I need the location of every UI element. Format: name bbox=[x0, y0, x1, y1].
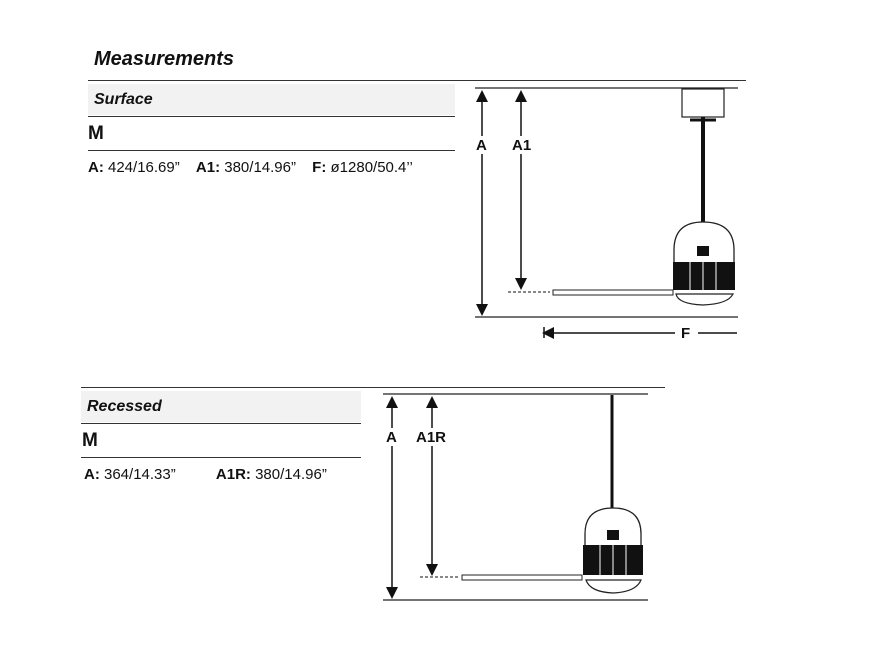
surface-spec-a: A: 424/16.69” bbox=[88, 159, 180, 176]
surface-fan-blade bbox=[552, 289, 674, 296]
recessed-dim-a1r-label: A1R bbox=[416, 429, 446, 446]
recessed-heading: Recessed bbox=[81, 391, 361, 422]
surface-fan-bowl bbox=[675, 293, 734, 306]
recessed-fan-hub-top bbox=[607, 530, 619, 540]
surface-model: M bbox=[88, 123, 104, 144]
recessed-model: M bbox=[82, 430, 98, 451]
surface-fan-hub-top bbox=[697, 246, 709, 256]
surface-heading-rule bbox=[88, 116, 455, 117]
surface-dim-a1-label: A1 bbox=[512, 137, 531, 154]
page-title: Measurements bbox=[94, 48, 235, 70]
surface-canopy bbox=[681, 88, 725, 118]
recessed-fan-blade bbox=[461, 574, 583, 581]
recessed-fan-bowl bbox=[585, 579, 642, 594]
surface-spec-a1: A1: 380/14.96” bbox=[195, 159, 296, 176]
recessed-fan-dome bbox=[584, 507, 642, 545]
recessed-specs: A: 364/14.33” A1R: 380/14.96” bbox=[84, 466, 339, 483]
surface-top-rule bbox=[88, 80, 746, 81]
surface-fan-dome bbox=[673, 221, 735, 262]
surface-fan-motor bbox=[673, 262, 735, 290]
surface-dim-a-label: A bbox=[476, 137, 487, 154]
recessed-top-rule bbox=[81, 387, 665, 388]
surface-fan-diagram: A A1 F bbox=[474, 87, 738, 342]
surface-specs: A: 424/16.69” A1: 380/14.96” F: ø1280/50… bbox=[88, 159, 425, 176]
recessed-heading-rule bbox=[81, 423, 361, 424]
surface-heading: Surface bbox=[88, 84, 455, 115]
recessed-dim-a-label: A bbox=[386, 429, 397, 446]
recessed-spec-a1r: A1R: 380/14.96” bbox=[215, 466, 327, 483]
recessed-fan-diagram: A A1R bbox=[383, 393, 648, 601]
recessed-model-rule bbox=[81, 457, 361, 458]
surface-spec-f: F: ø1280/50.4’’ bbox=[312, 159, 413, 176]
recessed-spec-a: A: 364/14.33” bbox=[84, 466, 176, 483]
surface-dim-f-label: F bbox=[681, 325, 690, 342]
surface-model-rule bbox=[88, 150, 455, 151]
